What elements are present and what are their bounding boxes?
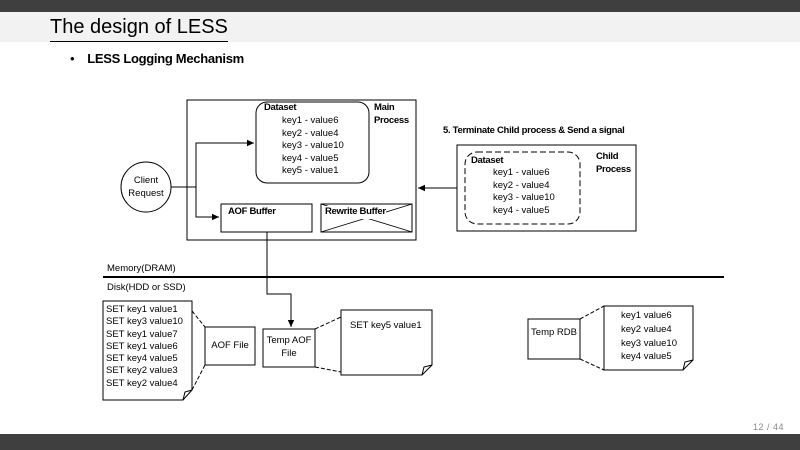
child-dataset-title: Dataset (471, 155, 504, 166)
child-dataset-item: key3 - value10 (493, 192, 555, 203)
aof-buffer-label: AOF Buffer (228, 206, 276, 217)
disk-label: Disk(HDD or SSD) (107, 282, 186, 293)
main-dataset-item: key1 - value6 (282, 115, 339, 126)
top-bar (0, 0, 800, 12)
step-5-label: 5. Terminate Child process & Send a sign… (443, 125, 625, 136)
temp-aof-doc (340, 309, 433, 376)
slide-title: The design of LESS (50, 14, 228, 42)
temp-aof-doc-fold (421, 364, 433, 376)
page-number: 12 / 44 (752, 422, 784, 432)
temp-rdb-label-box (527, 318, 581, 360)
temp-rdb-label: Temp RDB (531, 327, 577, 338)
temp-rdb-doc (603, 305, 694, 371)
title-bar (0, 12, 800, 42)
temp-rdb-doc-fold (682, 359, 694, 371)
aof-file-callout-top (191, 310, 206, 328)
aof-file-line: SET key2 value4 (106, 377, 178, 389)
aof-buffer-to-temp-aof-arrow (266, 232, 295, 327)
main-dataset-item: key4 - value5 (282, 152, 339, 164)
bullet-dot: • (70, 51, 75, 66)
main-dataset-title: Dataset (264, 102, 297, 113)
main-dataset-item: key3 - value10 (282, 140, 344, 151)
aof-file-doc-fold (182, 389, 193, 401)
memory-label: Memory(DRAM) (107, 263, 176, 274)
temp-aof-line: SET key5 value1 (350, 320, 422, 331)
bullet-item: • LESS Logging Mechanism (70, 51, 244, 66)
aof-file-line: SET key1 value6 (106, 340, 178, 352)
aof-file-line: SET key4 value5 (106, 353, 178, 365)
temp-rdb-line: key1 value6 (621, 310, 672, 321)
aof-file-lines: SET key1 value1 SET key3 value10 SET key… (106, 304, 183, 390)
main-process-label: Main Process (374, 102, 409, 126)
temp-aof-callout-bottom (314, 366, 342, 373)
temp-rdb-lines: key1 value6 key2 value4 key3 value10 key… (621, 309, 677, 364)
bottom-bar (0, 434, 800, 450)
main-dataset-item: key2 - value4 (282, 127, 339, 139)
main-dataset-list: key1 - value6 key2 - value4 key3 - value… (282, 115, 344, 178)
temp-rdb-callout-bottom (579, 358, 605, 371)
child-dataset-box (464, 151, 581, 225)
aof-file-label: AOF File (211, 340, 249, 351)
temp-rdb-line: key2 value4 (621, 323, 672, 335)
aof-file-callout-bottom (191, 364, 206, 391)
child-process-label: Child Process (596, 151, 631, 175)
aof-file-line: SET key2 value3 (106, 365, 178, 377)
temp-aof-label-box (262, 328, 316, 368)
temp-rdb-callout-top (579, 305, 605, 320)
main-dataset-box (255, 101, 370, 184)
temp-aof-callout-top (314, 316, 342, 330)
rewrite-buffer-label: Rewrite Buffer (325, 206, 386, 219)
client-to-dataset-arrow (171, 139, 254, 188)
aof-file-doc (102, 300, 193, 401)
child-dataset-item: key4 - value5 (493, 204, 550, 216)
child-dataset-item: key1 - value6 (493, 167, 550, 178)
temp-rdb-line: key4 value5 (621, 351, 672, 363)
child-dataset-list: key1 - value6 key2 - value4 key3 - value… (493, 167, 555, 217)
client-to-aof-buffer-arrow (195, 187, 219, 221)
aof-file-line: SET key1 value7 (106, 328, 178, 340)
aof-file-label-box (204, 326, 256, 366)
main-dataset-item: key5 - value1 (282, 165, 339, 176)
aof-file-line: SET key1 value1 (106, 304, 178, 315)
bullet-text: LESS Logging Mechanism (87, 51, 244, 66)
aof-file-line: SET key3 value10 (106, 316, 183, 328)
temp-aof-label: Temp AOF File (266, 335, 312, 359)
child-dataset-item: key2 - value4 (493, 179, 550, 191)
temp-rdb-line: key3 value10 (621, 337, 677, 349)
client-request-label: Client Request (128, 175, 164, 199)
